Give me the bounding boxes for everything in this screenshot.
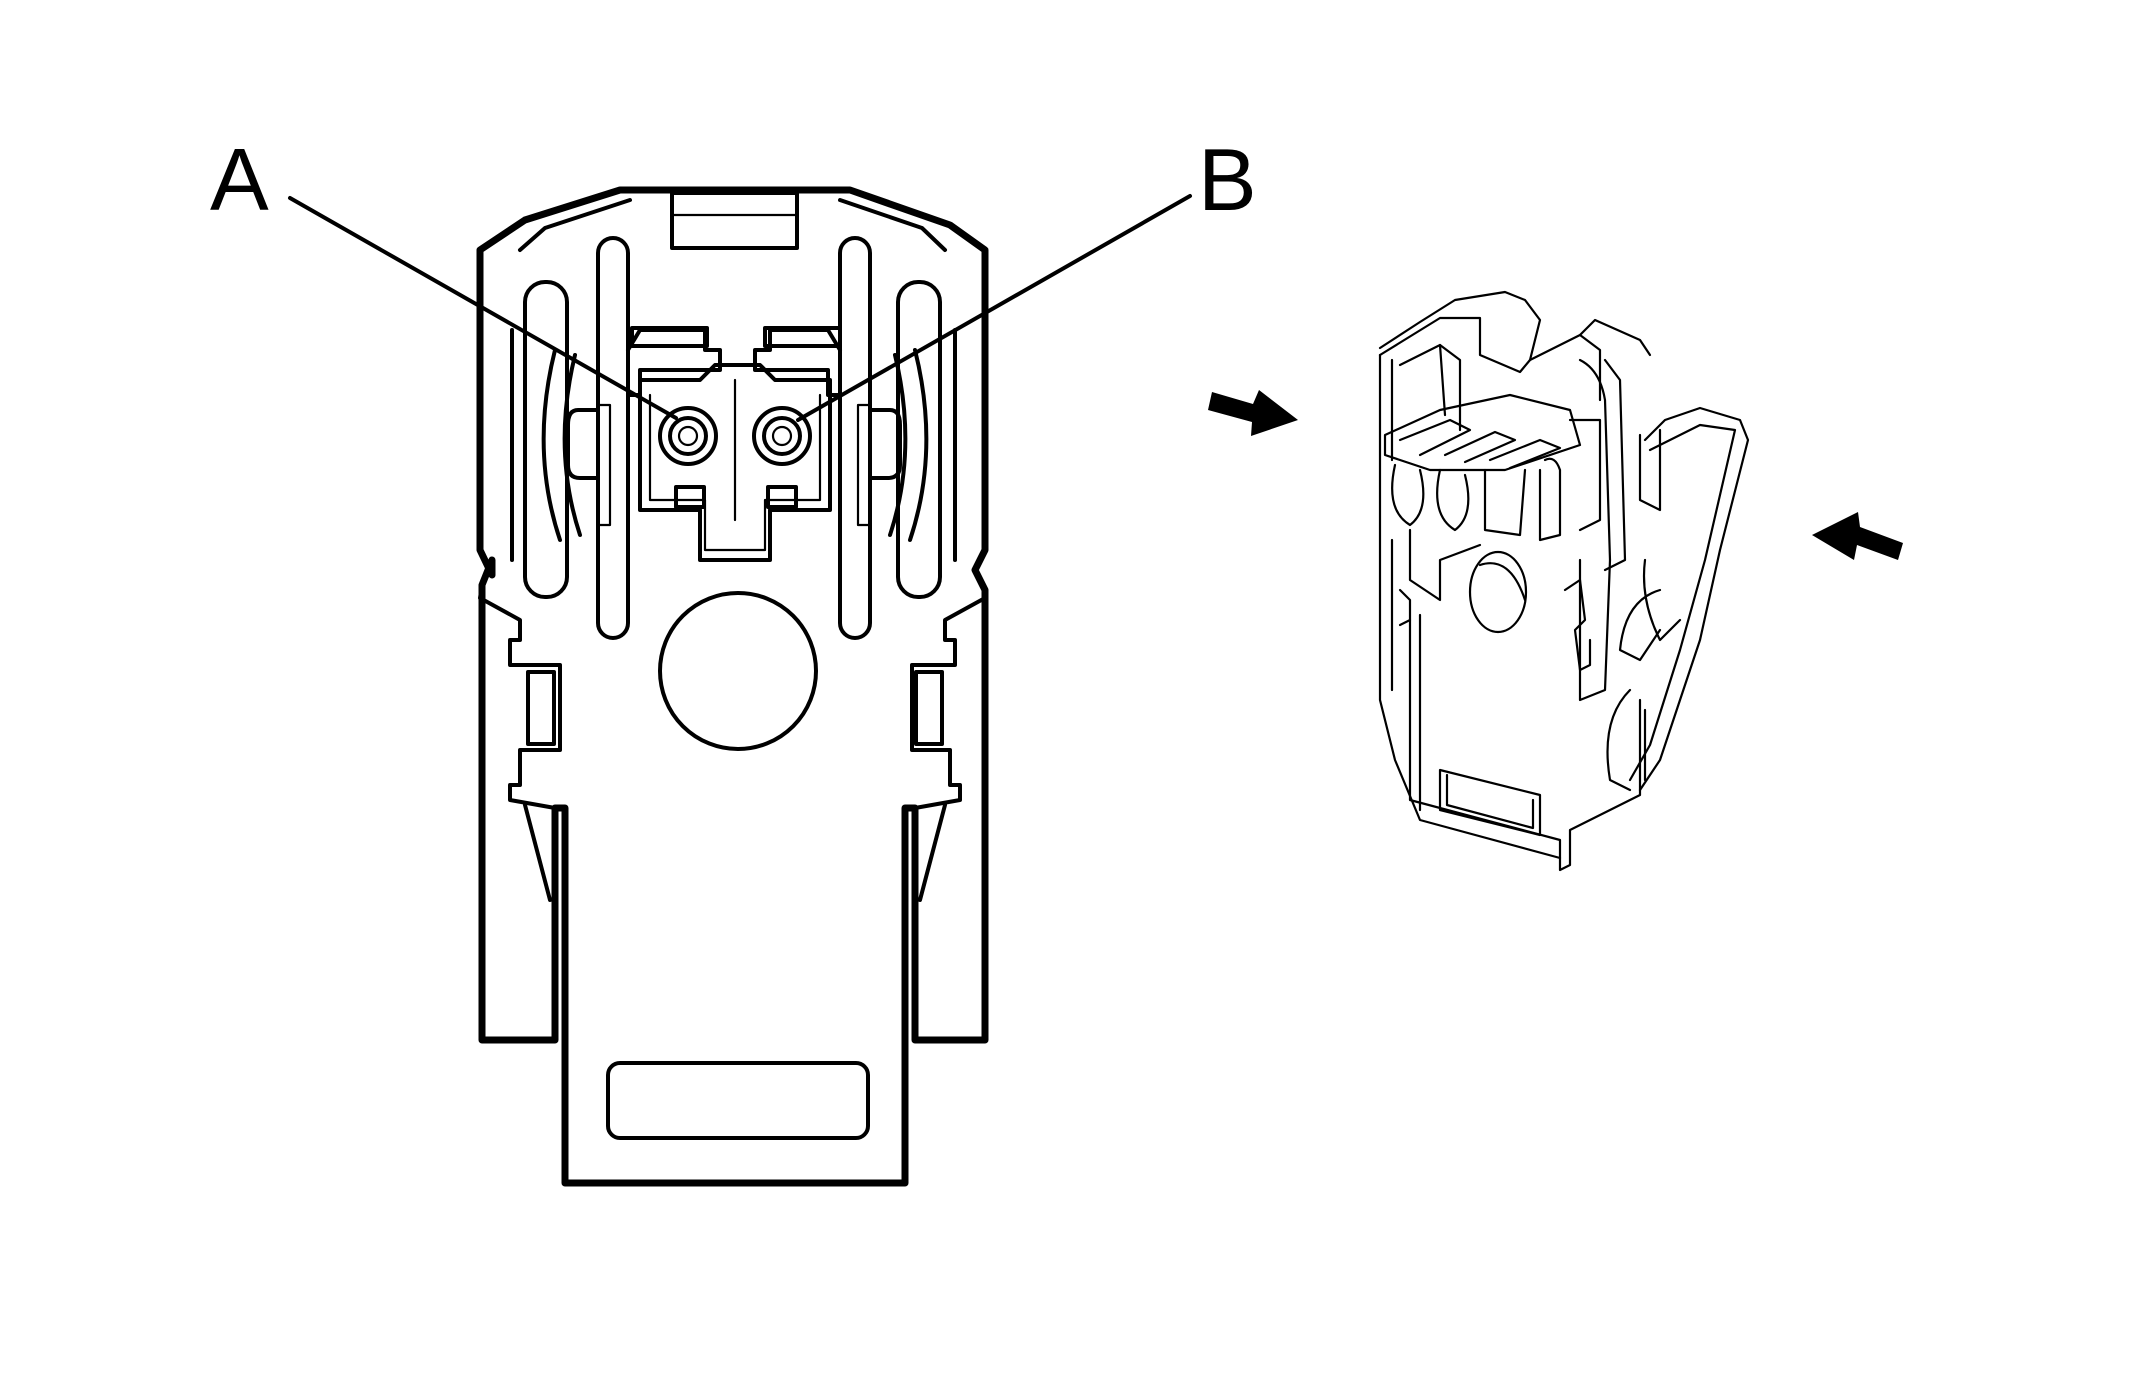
label-window [606, 1061, 870, 1140]
arrow-right-pointer [1812, 512, 1903, 560]
terminal-b [752, 406, 812, 466]
leader-line-b [796, 194, 1192, 422]
callout-label-a: A [210, 130, 269, 229]
left-outer-slot [523, 280, 569, 599]
terminal-cavity [638, 363, 832, 562]
leader-line-a [288, 196, 678, 420]
housing-outline [476, 186, 989, 1187]
connector-perspective-view [1378, 290, 1750, 872]
center-hole [658, 591, 818, 751]
callout-label-b: B [1198, 130, 1257, 229]
connector-front-view [476, 186, 989, 1187]
left-inner-slot [596, 236, 630, 640]
top-latch-tab [670, 191, 799, 250]
right-inner-slot [838, 236, 872, 640]
arrow-left-pointer [1208, 390, 1298, 436]
terminal-a [658, 406, 718, 466]
